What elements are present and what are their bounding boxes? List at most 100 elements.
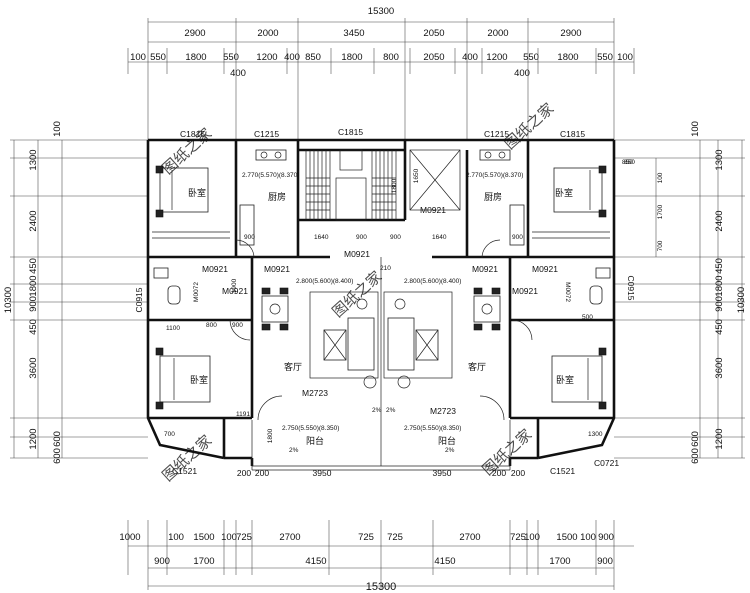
left-dim: 2400 [28, 210, 39, 231]
interior-dim: 800 [206, 322, 217, 329]
top-dim: 2900 [560, 28, 581, 39]
elevation-mark: 2.750(5.550)(8.350) [282, 425, 339, 432]
top-dim: 2050 [423, 28, 444, 39]
window-label: C0721 [594, 458, 619, 468]
kitchens [239, 149, 525, 246]
door-label: M0921 [344, 249, 370, 259]
interior-dim: 1640 [432, 234, 447, 241]
bottom-dim: 2700 [279, 532, 300, 543]
window-label: C1521 [172, 466, 197, 476]
top-dim: 1800 [185, 52, 206, 63]
living-room-label: 客厅 [468, 361, 486, 372]
bottom-dim: 1700 [549, 556, 570, 567]
bottom-dim: 100 [221, 532, 237, 543]
bedroom-furniture [152, 165, 611, 410]
left-dim: 450 [28, 258, 39, 274]
bottom-dim: 1500 [556, 532, 577, 543]
top-dim: 850 [305, 52, 321, 63]
left-dim: 3600 [28, 357, 39, 378]
balcony-dim: 200 [255, 468, 269, 478]
top-dim: 3450 [343, 28, 364, 39]
interior-dim: 1900 [231, 278, 238, 293]
bottom-dim: 725 [358, 532, 374, 543]
living-room-label: 客厅 [284, 361, 302, 372]
balcony-label: 阳台 [306, 435, 324, 446]
top-dim: 1800 [557, 52, 578, 63]
left-dim: 600 [52, 431, 63, 447]
window-labels: C1815 C1215 C1815 C1215 C1815 C0915 C091… [134, 127, 636, 476]
right-total-dimension: 10300 [736, 287, 747, 313]
bottom-dim: 100 [580, 532, 596, 543]
top-dim: 1200 [486, 52, 507, 63]
top-dim: 100 [130, 52, 146, 63]
interior-dim: 900 [356, 234, 367, 241]
door-labels: M0921 M0921 M0921 M0921 M0921 M0921 M092… [193, 205, 571, 421]
bottom-dim: 900 [154, 556, 170, 567]
interior-dim: 1800 [391, 178, 398, 193]
bottom-dim: 100 [168, 532, 184, 543]
left-dim: 450 [28, 319, 39, 335]
bottom-dim: 4150 [305, 556, 326, 567]
window-label: C1215 [484, 129, 509, 139]
bottom-dim: 725 [236, 532, 252, 543]
door-label: M0921 [222, 286, 248, 296]
window-label: C1521 [550, 466, 575, 476]
balcony-dim: 3950 [313, 468, 332, 478]
elevation-mark: 2.800(5.600)(8.400) [404, 278, 461, 285]
right-dim: 600 [690, 448, 701, 464]
left-dim: 1200 [28, 428, 39, 449]
interior-dim: 1300 [588, 431, 603, 438]
bottom-dim: 725 [510, 532, 526, 543]
bottom-dim: 1500 [193, 532, 214, 543]
door-label: M0072 [193, 282, 200, 302]
interior-dim: 900 [244, 234, 255, 241]
right-dim: 900 [714, 296, 725, 312]
top-dim: 800 [383, 52, 399, 63]
interior-dim: 210 [380, 265, 391, 272]
right-dim: 100 [690, 121, 701, 137]
kitchen-label: 厨房 [268, 191, 286, 202]
left-dim: 600 [52, 448, 63, 464]
stairwell [305, 149, 461, 221]
top-dim: 1200 [256, 52, 277, 63]
top-dim: 2000 [257, 28, 278, 39]
bottom-dim: 2700 [459, 532, 480, 543]
right-inner-dim: 850 [622, 159, 633, 166]
door-label: M2723 [302, 388, 328, 398]
door-label: M0921 [264, 264, 290, 274]
interior-dim: 1650 [413, 168, 420, 183]
bottom-dim: 100 [524, 532, 540, 543]
interior-dim: 1100 [166, 325, 180, 332]
elevation-mark: 2.750(5.550)(8.350) [404, 425, 461, 432]
interior-dim: 500 [582, 314, 593, 321]
bottom-dim: 4150 [434, 556, 455, 567]
top-offset: 400 [230, 68, 246, 79]
watermark-text: 图纸之家 [159, 432, 215, 485]
interior-dim: 1800 [267, 428, 274, 443]
right-inner-dim: 100 [657, 172, 664, 183]
bottom-total-dimension: 15300 [366, 581, 397, 593]
living-dining-furniture [261, 287, 501, 389]
balcony-dim: 3950 [433, 468, 452, 478]
top-offset: 400 [514, 68, 530, 79]
interior-dim: 900 [390, 234, 401, 241]
right-dim: 1200 [714, 428, 725, 449]
door-label: M0921 [472, 264, 498, 274]
interior-dim: 1191 [236, 411, 250, 418]
interior-dim: 850 [624, 159, 635, 166]
balcony-dim: 200 [511, 468, 525, 478]
window-label: C1815 [560, 129, 585, 139]
interior-dim: 900 [512, 234, 523, 241]
window-label: C1815 [338, 127, 363, 137]
interior-dim: 700 [164, 431, 175, 438]
elevation-mark: 2.800(5.600)(8.400) [296, 278, 353, 285]
right-dim: 450 [714, 258, 725, 274]
slope-mark: 2% [289, 447, 299, 454]
top-dim: 2000 [487, 28, 508, 39]
interior-dim: 1640 [314, 234, 329, 241]
left-dim: 1800 [28, 275, 39, 296]
top-total-dimension: 15300 [368, 6, 394, 17]
elevation-mark: 2.770(5.570)(8.370) [466, 172, 523, 179]
walls [146, 138, 616, 471]
